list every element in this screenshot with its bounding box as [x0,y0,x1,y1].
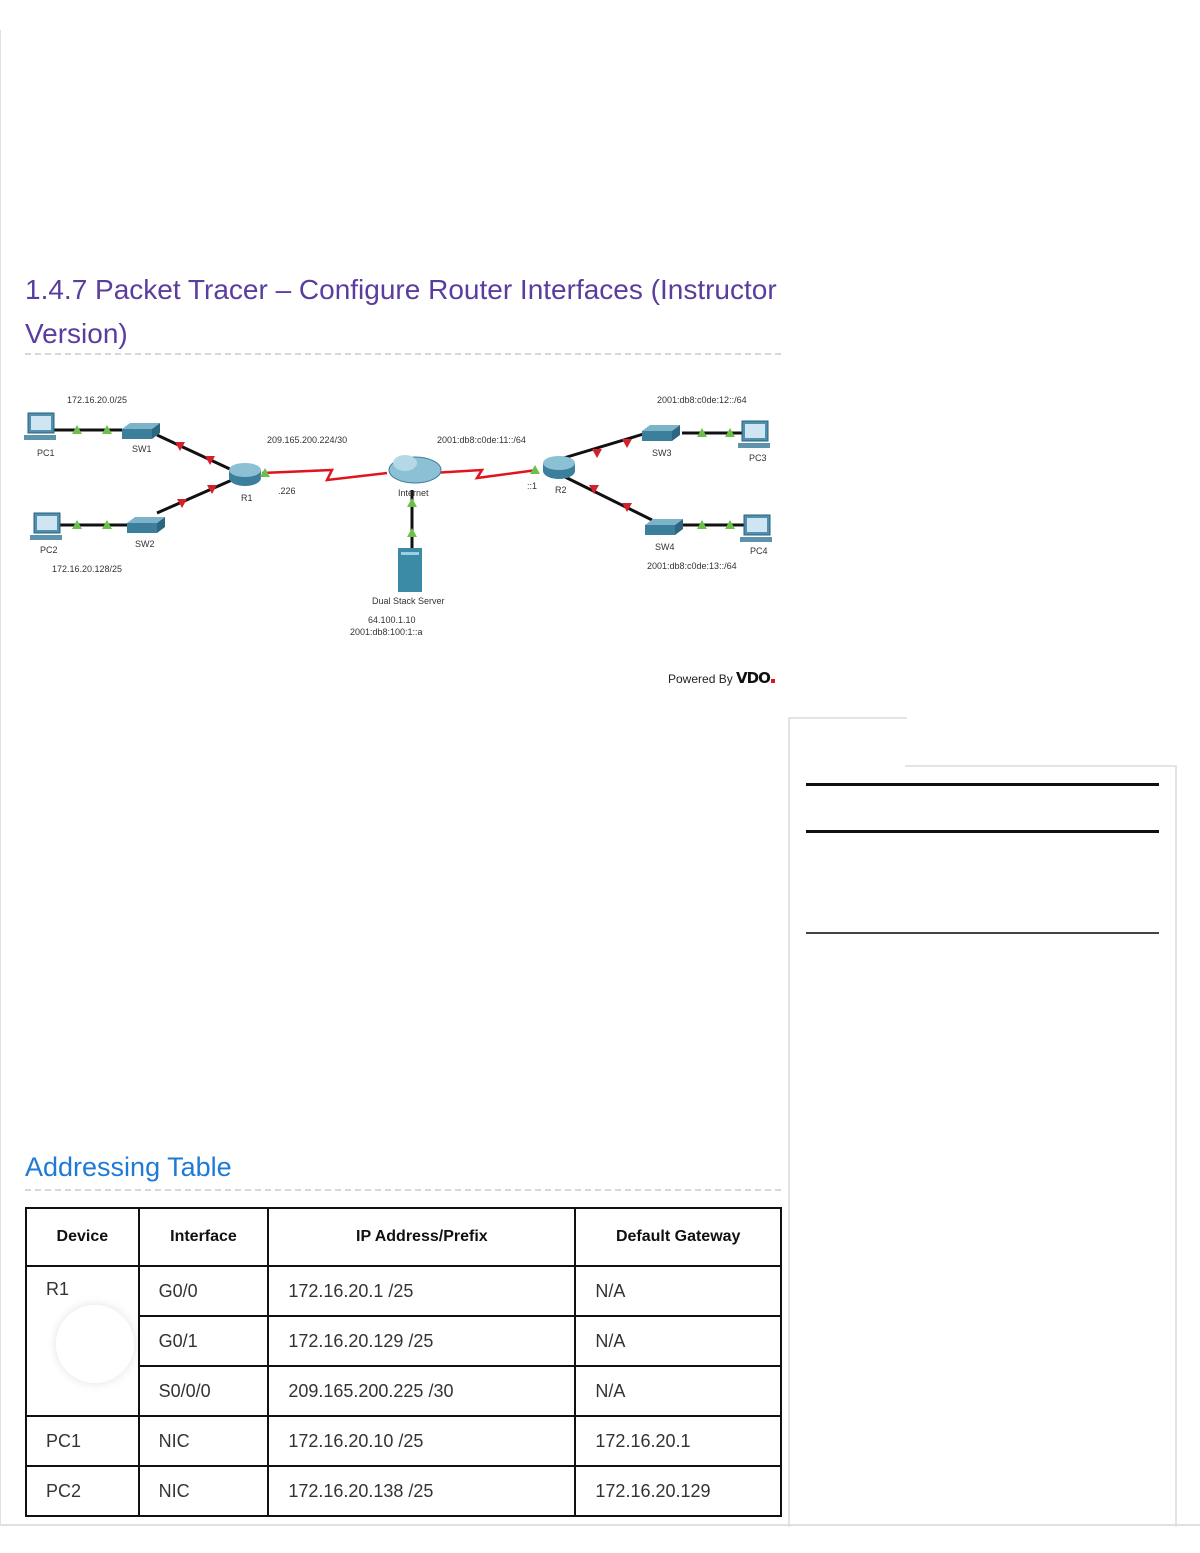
cell-ip: 172.16.20.129 /25 [267,1315,577,1367]
column-header: Interface [137,1207,270,1267]
cell-gateway: 172.16.20.129 [574,1465,782,1517]
sw3-icon [642,425,680,441]
label-sw2: SW2 [135,539,155,549]
cell-interface: G0/0 [137,1265,270,1317]
label-server: Dual Stack Server [372,596,445,606]
pc2-icon [29,512,63,541]
table-header-row: Device Interface IP Address/Prefix Defau… [25,1207,782,1267]
label-pc1: PC1 [37,448,55,458]
sidebar-panel [788,717,907,1527]
r2-router-icon [543,456,575,479]
label-wan-right: 2001:db8:c0de:11::/64 [437,435,526,445]
pc3-icon [737,420,771,449]
addressing-table: Device Interface IP Address/Prefix Defau… [25,1207,782,1517]
label-sw4: SW4 [655,542,675,552]
touch-indicator-circle [56,1305,134,1383]
pc4-icon [739,514,773,543]
cell-device: PC1 [25,1415,140,1467]
label-net-right-top: 2001:db8:c0de:12::/64 [657,395,747,405]
page-title: 1.4.7 Packet Tracer – Configure Router I… [25,274,777,349]
column-header: Device [25,1207,140,1267]
cell-gateway: N/A [574,1365,782,1417]
label-wan-left: 209.165.200.224/30 [267,435,347,445]
column-header: Default Gateway [574,1207,782,1267]
table-row: G0/1 172.16.20.129 /25 N/A [26,1315,782,1367]
powered-by-text: Powered By [668,672,733,686]
cell-gateway: 172.16.20.1 [574,1415,782,1467]
cell-interface: S0/0/0 [137,1365,270,1417]
label-r1: R1 [241,493,253,503]
server-icon [398,548,422,592]
vdo-logo: VDO [736,669,771,687]
sidebar-divider [806,932,1159,934]
label-net-right-bottom: 2001:db8:c0de:13::/64 [647,561,737,571]
pc1-icon [23,412,57,441]
sidebar-divider [806,830,1159,833]
sw4-icon [645,519,683,535]
label-pc3: PC3 [749,453,767,463]
title-divider [25,353,781,355]
cell-ip: 172.16.20.138 /25 [267,1465,577,1517]
column-header: IP Address/Prefix [267,1207,577,1267]
sw1-icon [122,423,160,439]
label-internet: Internet [398,488,429,498]
label-sw3: SW3 [652,448,672,458]
r1-router-icon [229,463,261,486]
cell-interface: NIC [137,1465,270,1517]
internet-cloud-icon [388,455,442,484]
table-row: PC2 NIC 172.16.20.138 /25 172.16.20.129 [25,1465,782,1517]
label-pc4: PC4 [750,546,768,556]
cell-ip: 172.16.20.1 /25 [267,1265,577,1317]
label-pc2: PC2 [40,545,58,555]
sidebar-divider [806,783,1159,786]
label-r2: R2 [555,485,567,495]
addressing-table-heading: Addressing Table [25,1152,232,1182]
sw2-icon [127,517,165,533]
cell-interface: G0/1 [137,1315,270,1367]
page-edge [0,30,1,1525]
table-row: PC1 NIC 172.16.20.10 /25 172.16.20.1 [25,1415,782,1467]
table-row: S0/0/0 209.165.200.225 /30 N/A [26,1365,782,1417]
cell-ip: 209.165.200.225 /30 [267,1365,577,1417]
heading-divider [25,1189,781,1191]
network-topology-diagram: 172.16.20.0/25 172.16.20.128/25 209.165.… [23,395,773,637]
page-bottom-border [0,1524,1200,1526]
cell-gateway: N/A [574,1265,782,1317]
label-net-left-top: 172.16.20.0/25 [67,395,127,405]
label-sw1: SW1 [132,444,152,454]
cell-device: PC2 [25,1465,140,1517]
label-server-ipv4: 64.100.1.10 [368,615,416,625]
table-row: R1 G0/0 172.16.20.1 /25 N/A [25,1265,782,1417]
label-r2-port: ::1 [527,481,537,491]
label-net-left-bottom: 172.16.20.128/25 [52,564,122,574]
cell-gateway: N/A [574,1315,782,1367]
vdo-logo-dot [770,679,775,683]
sidebar-panel-body [905,765,1177,1527]
cell-ip: 172.16.20.10 /25 [267,1415,577,1467]
label-r1-port: .226 [278,486,296,496]
cell-interface: NIC [137,1415,270,1467]
powered-by-vdo[interactable]: Powered By VDO [668,669,775,687]
label-server-ipv6: 2001:db8:100:1::a [350,627,423,637]
